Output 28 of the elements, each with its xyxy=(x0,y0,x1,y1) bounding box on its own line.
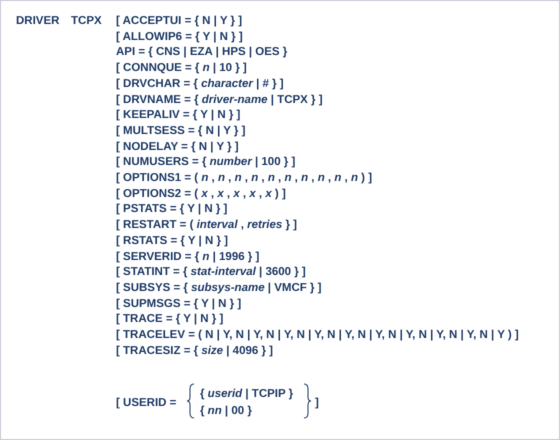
syntax-line: [ DRVCHAR = { character | # } ] xyxy=(116,76,284,91)
syntax-line: [ OPTIONS2 = ( x , x , x , x , x ) ] xyxy=(116,186,286,201)
syntax-line: [ DRVNAME = { driver-name | TCPX } ] xyxy=(116,92,323,106)
syntax-line: [ NUMUSERS = { number | 100 } ] xyxy=(116,155,296,170)
syntax-line: [ RSTATS = { Y | N } ] xyxy=(116,234,228,248)
syntax-line: API = { CNS | EZA | HPS | OES } xyxy=(116,45,288,60)
syntax-line: { userid | TCPIP } xyxy=(200,387,294,401)
syntax-line: [ ALLOWIP6 = { Y | N } ] xyxy=(116,30,243,44)
syntax-line: [ OPTIONS1 = ( n , n , n , n , n , n , n , n , n , n ) ] xyxy=(116,171,372,185)
syntax-line: [ MULTSESS = { N | Y } ] xyxy=(116,124,246,138)
syntax-line: [ TRACESIZ = { size | 4096 } ] xyxy=(116,344,273,358)
syntax-line: { nn | 00 } xyxy=(200,404,252,418)
syntax-line: [ CONNQUE = { n | 10 } ] xyxy=(116,61,247,76)
syntax-line: [ KEEPALIV = { Y | N } ] xyxy=(116,108,240,122)
syntax-line: [ SUBSYS = { subsys-name | VMCF } ] xyxy=(116,280,322,295)
command-keyword: TCPX xyxy=(71,14,102,28)
syntax-line: [ USERID = xyxy=(116,396,176,410)
syntax-line: [ SERVERID = { n | 1996 } ] xyxy=(116,250,260,264)
syntax-line: [ ACCEPTUI = { N | Y } ] xyxy=(116,14,242,28)
syntax-line: [ RESTART = ( interval , retries } ] xyxy=(116,218,297,232)
syntax-line: [ TRACELEV = ( N | Y, N | Y, N | Y, N | Y, N | Y, N | Y, N | Y, N | Y, N | Y, N | Y ) ] xyxy=(116,328,519,342)
syntax-line: [ PSTATS = { Y | N } ] xyxy=(116,202,228,216)
syntax-line: [ STATINT = { stat-interval | 3600 } ] xyxy=(116,265,306,280)
syntax-line: [ NODELAY = { N | Y } ] xyxy=(116,140,239,154)
syntax-line: [ TRACE = { Y | N } ] xyxy=(116,312,224,326)
command-keyword: DRIVER xyxy=(16,14,60,28)
syntax-line: [ SUPMSGS = { Y | N } ] xyxy=(116,296,242,311)
syntax-line: ] xyxy=(315,396,319,410)
